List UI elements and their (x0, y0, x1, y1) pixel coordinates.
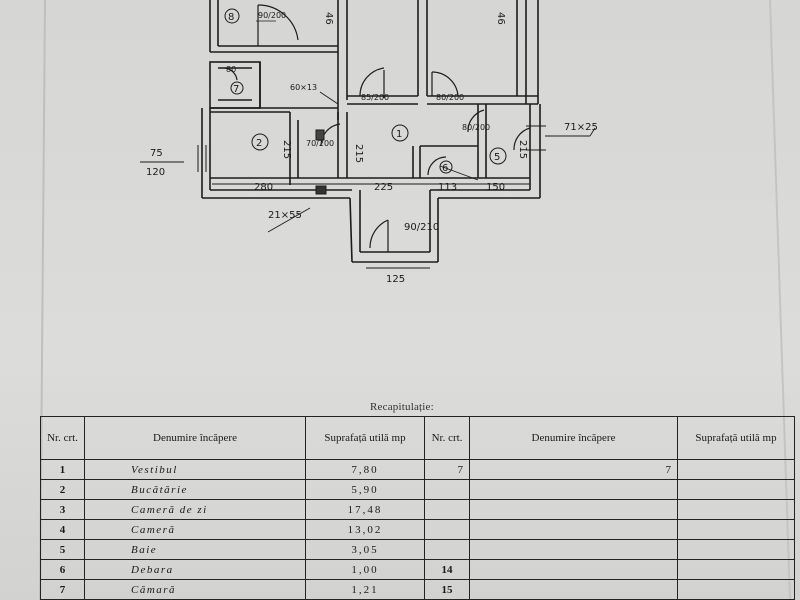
row-area: 7,80 (305, 459, 425, 480)
row-nr-2 (424, 499, 470, 520)
dim-door-4: 80/200 (462, 123, 490, 132)
row-area-2 (677, 459, 795, 480)
header-name: Denumire încăpere (84, 416, 306, 460)
dim-win-left-top: 75 (150, 148, 163, 159)
row-name: Debara (84, 559, 306, 580)
row-name: Cameră (84, 519, 306, 540)
row-name: Cămară (84, 579, 306, 600)
dim-door-1b: 80/200 (436, 93, 464, 102)
dim-r2-h: 215 (281, 140, 292, 159)
row-name-2 (469, 579, 678, 600)
room-1-label: 1 (396, 129, 402, 140)
door-arcs (224, 4, 531, 252)
dim-113: 113 (438, 182, 457, 193)
dim-vent-top: 60×13 (290, 83, 317, 92)
table-row: 2 Bucătărie 5,90 (40, 479, 795, 500)
row-area: 13,02 (305, 519, 425, 540)
dim-win-right: 71×25 (564, 122, 598, 133)
dim-r1-h: 215 (353, 144, 364, 163)
row-area: 1,21 (305, 579, 425, 600)
row-mark: 7 (424, 459, 470, 480)
row-nr-2: 14 (424, 559, 470, 580)
row-nr: 6 (40, 559, 85, 580)
dim-46-b: 46 (495, 12, 506, 25)
header-nr: Nr. crt. (40, 416, 85, 460)
row-area-2 (677, 579, 795, 600)
row-name: Bucătărie (84, 479, 306, 500)
room-markers (224, 8, 507, 174)
table-row: 1 Vestibul 7,80 7 7 (40, 459, 795, 480)
row-nr: 4 (40, 519, 85, 540)
dim-280: 280 (254, 182, 273, 193)
dim-46-a: 46 (323, 12, 334, 25)
table-row: 7 Cămară 1,21 15 (40, 579, 795, 600)
room-8-label: 8 (228, 12, 234, 23)
header-nr-2: Nr. crt. (424, 416, 470, 460)
row-mark: 7 (469, 459, 678, 480)
row-nr-2 (424, 519, 470, 540)
row-area-2 (677, 539, 795, 560)
dim-door-entry: 90/210 (404, 222, 439, 233)
dim-door-2: 70/200 (306, 139, 334, 148)
header-area-2: Suprafață utilă mp (677, 416, 795, 460)
row-name: Baie (84, 539, 306, 560)
row-area: 17,48 (305, 499, 425, 520)
dim-125: 125 (386, 274, 405, 285)
dim-vent-bot: 21×55 (268, 210, 302, 221)
windows (197, 125, 546, 195)
room-2-label: 2 (256, 138, 262, 149)
row-name-2 (469, 499, 678, 520)
row-name-2 (469, 559, 678, 580)
row-nr: 5 (40, 539, 85, 560)
dim-150: 150 (486, 182, 505, 193)
header-area: Suprafață utilă mp (305, 416, 425, 460)
dimension-labels: 90/200 46 46 80 60×13 85/200 80/200 80/2… (146, 11, 598, 285)
recap-title: Recapitulație: (370, 401, 434, 413)
row-area: 5,90 (305, 479, 425, 500)
row-nr: 2 (40, 479, 85, 500)
table-row: 5 Baie 3,05 (40, 539, 795, 560)
dim-door-8: 90/200 (258, 11, 286, 20)
recap-table: Nr. crt. Denumire încăpere Suprafață uti… (40, 416, 795, 600)
table-row: 6 Debara 1,00 14 (40, 559, 795, 580)
row-area: 1,00 (305, 559, 425, 580)
row-name: Vestibul (84, 459, 306, 480)
row-name-2 (469, 479, 678, 500)
dim-door-1a: 85/200 (361, 93, 389, 102)
row-nr: 1 (40, 459, 85, 480)
row-area: 3,05 (305, 539, 425, 560)
row-nr: 7 (40, 579, 85, 600)
walls (201, 0, 541, 263)
dimension-lines (140, 91, 596, 269)
row-name-2 (469, 519, 678, 540)
row-name-2 (469, 539, 678, 560)
row-area-2 (677, 479, 795, 500)
row-area-2 (677, 559, 795, 580)
row-area-2 (677, 499, 795, 520)
row-nr-2 (424, 479, 470, 500)
row-nr-2 (424, 539, 470, 560)
dim-225: 225 (374, 182, 393, 193)
room-5-label: 5 (494, 152, 500, 163)
table-row: 4 Cameră 13,02 (40, 519, 795, 540)
row-area-2 (677, 519, 795, 540)
table-row: 3 Cameră de zi 17,48 (40, 499, 795, 520)
row-nr-2: 15 (424, 579, 470, 600)
dim-r5-h: 215 (517, 140, 528, 159)
row-name: Cameră de zi (84, 499, 306, 520)
row-nr: 3 (40, 499, 85, 520)
header-name-2: Denumire încăpere (469, 416, 678, 460)
room-6-label: 6 (442, 163, 448, 174)
room-7-label: 7 (233, 84, 239, 95)
dim-win-left-bot: 120 (146, 167, 165, 178)
table-header-row: Nr. crt. Denumire încăpere Suprafață uti… (40, 416, 795, 460)
dim-room7-w: 80 (226, 65, 236, 74)
